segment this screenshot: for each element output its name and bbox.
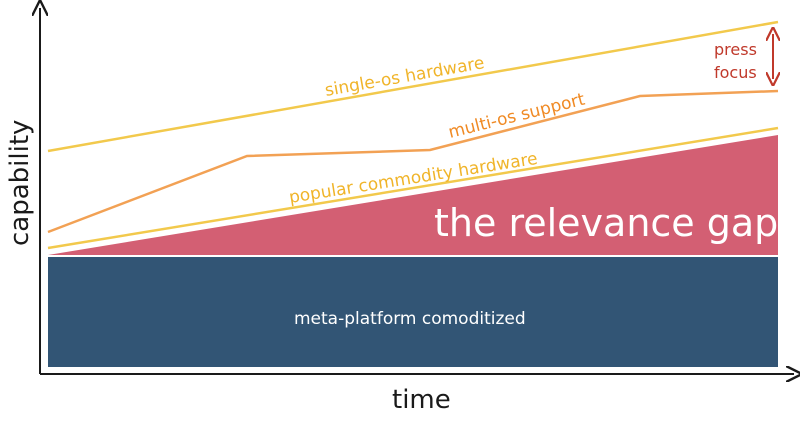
x-axis-label: time [392,385,451,415]
multi-os-line [47,89,779,234]
relevance-gap-label: the relevance gap [434,201,778,245]
meta-platform-label: meta-platform comoditized [294,309,526,329]
focus-label: focus [714,63,757,82]
y-axis-label: capability [5,120,35,246]
press-label: press [714,40,757,59]
meta-platform-block [48,257,778,367]
single-os-label: single-os hardware [323,53,486,101]
popular-commodity-line [47,126,779,250]
single-os-line [47,20,779,153]
relevance-gap-area [48,135,778,255]
